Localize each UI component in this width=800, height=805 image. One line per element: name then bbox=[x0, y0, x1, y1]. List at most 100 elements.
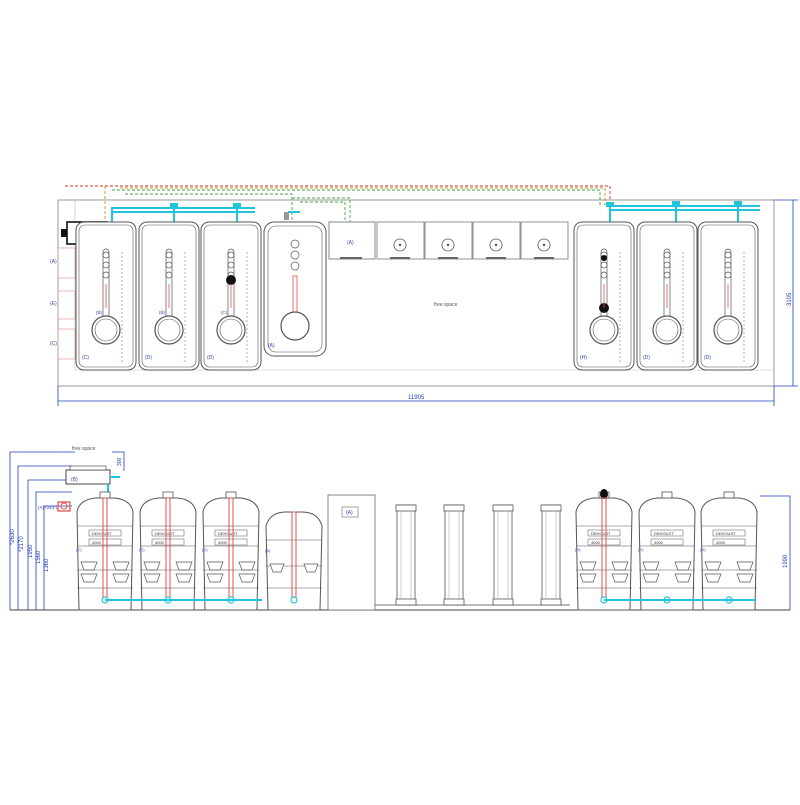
plan-free-space: free space bbox=[434, 302, 458, 308]
side-label-e: (E) bbox=[50, 301, 57, 307]
plan-width-label: 3105 bbox=[787, 292, 793, 306]
elev-tank-lug bbox=[175, 573, 193, 583]
plan-tank: (D)(B) bbox=[138, 221, 200, 371]
plan-tank-filler bbox=[226, 275, 236, 285]
plan-filter-center bbox=[446, 243, 450, 247]
plan-tank-port bbox=[290, 250, 300, 260]
elev-tank-capacity: 4000 bbox=[654, 540, 664, 545]
elev-filter-cap bbox=[395, 504, 417, 512]
elev-tank-outlet bbox=[290, 596, 298, 604]
elev-tank-capacity-plate bbox=[214, 538, 248, 546]
elev-tank-lug bbox=[143, 573, 161, 583]
plan-tank-manhole bbox=[589, 315, 619, 345]
elev-filter-foot bbox=[492, 598, 514, 606]
plan-tank-inner bbox=[639, 224, 695, 368]
plan-tank-manhole-inner bbox=[157, 318, 181, 342]
left-height-dimensions bbox=[9, 451, 125, 610]
plan-tank-marker: (B) bbox=[159, 310, 166, 315]
elev-tank-body bbox=[139, 497, 197, 611]
elev-tank-lug bbox=[611, 561, 629, 571]
elev-tank-lug bbox=[175, 561, 193, 571]
elev-tank-lid bbox=[99, 491, 111, 499]
level-gauge bbox=[57, 501, 71, 512]
elev-tank-brand-plate bbox=[214, 529, 248, 537]
plan-tank: (D) bbox=[636, 221, 698, 371]
plan-tank-group: (C)(B)(D)(B)(D)(C)(A)(H)(D)(D) bbox=[75, 221, 759, 371]
elev-tank-capacity-plate bbox=[712, 538, 746, 546]
plan-width-dimension bbox=[774, 199, 798, 387]
plan-length-dimension bbox=[57, 386, 775, 406]
elev-tank-lug bbox=[674, 561, 692, 571]
elev-tank-body bbox=[202, 497, 260, 611]
elev-tank-lid bbox=[723, 491, 735, 499]
elev-tank-capacity: 4000 bbox=[591, 540, 601, 545]
plan-tank-manhole-inner bbox=[716, 318, 740, 342]
cabinet-label: (A) bbox=[347, 240, 354, 246]
elev-tank-lug bbox=[674, 573, 692, 583]
plan-tank-inner bbox=[576, 224, 632, 368]
plan-tank-port bbox=[102, 251, 110, 259]
elev-tank-lug bbox=[112, 561, 130, 571]
plan-tank-manhole-inner bbox=[655, 318, 679, 342]
elev-tank-brand: DEHOUST bbox=[218, 531, 238, 536]
elev-filter-foot bbox=[443, 598, 465, 606]
elev-tank-capacity-plate bbox=[151, 538, 185, 546]
plan-tank-port bbox=[663, 271, 671, 279]
plan-tank-port bbox=[663, 261, 671, 269]
plan-tank-manhole-inner bbox=[94, 318, 118, 342]
plan-tank-port-dark bbox=[601, 255, 607, 261]
plan-filter-center bbox=[398, 243, 402, 247]
plan-tank-outer bbox=[263, 221, 327, 357]
elev-tank-lug bbox=[112, 573, 130, 583]
elev-tank-small: (A) bbox=[265, 511, 323, 611]
elev-tank-code: (C) bbox=[76, 547, 82, 552]
plan-tank-port bbox=[290, 261, 300, 271]
hydrant-marker bbox=[284, 212, 289, 220]
elev-tank-lug bbox=[303, 563, 319, 573]
elev-tank-code: (A) bbox=[265, 548, 271, 553]
plan-tank-inner bbox=[700, 224, 756, 368]
elev-tank-brand: DEHOUST bbox=[92, 531, 112, 536]
dim-1360: 1360 bbox=[44, 558, 50, 572]
plan-tank-inner bbox=[267, 225, 323, 353]
plan-tank-port bbox=[102, 271, 110, 279]
elev-filter-cartridge bbox=[444, 504, 464, 606]
elev-tank-lug bbox=[80, 561, 98, 571]
elev-tank-capacity: 4000 bbox=[716, 540, 726, 545]
elev-tank-lug bbox=[579, 561, 597, 571]
elev-tank-brand-plate bbox=[151, 529, 185, 537]
elev-tank-capacity-plate bbox=[587, 538, 621, 546]
elev-tank-lug bbox=[238, 561, 256, 571]
plan-tank-port bbox=[290, 239, 300, 249]
plan-tank-manhole bbox=[91, 315, 121, 345]
plan-valves bbox=[170, 201, 742, 208]
elev-tank-lug bbox=[206, 561, 224, 571]
side-accessory-boxes bbox=[57, 247, 76, 360]
elev-tank-brand: DEHOUST bbox=[155, 531, 175, 536]
elev-tank-lug bbox=[611, 573, 629, 583]
elev-tank-capacity: 4000 bbox=[218, 540, 228, 545]
plan-tank-label: (A) bbox=[268, 343, 275, 349]
plan-tank: (D) bbox=[697, 221, 759, 371]
elev-tank-body bbox=[638, 497, 696, 611]
elev-filter-row bbox=[395, 504, 562, 606]
plan-tank-port bbox=[227, 261, 235, 269]
elev-tank-code: (D) bbox=[202, 547, 208, 552]
elev-cabinet-label: (A) bbox=[346, 510, 353, 516]
elev-tank-lid bbox=[661, 491, 673, 499]
plan-tank-port bbox=[165, 251, 173, 259]
plan-tank-port bbox=[600, 261, 608, 269]
plan-filter-center bbox=[494, 243, 498, 247]
plan-tank: (D)(C) bbox=[200, 221, 262, 371]
elev-tank-code: (D) bbox=[700, 547, 706, 552]
gauge-label: (A)+2x(F) bbox=[38, 505, 58, 510]
plan-tank-manhole bbox=[713, 315, 743, 345]
elevation-view: *2630 *2170 1950 1560 1360 300 free spac… bbox=[9, 446, 791, 611]
plan-length-label: 11905 bbox=[408, 395, 425, 401]
dim-1950: 1950 bbox=[28, 544, 34, 558]
elev-tank-lid bbox=[225, 491, 237, 499]
side-label-c: (C) bbox=[50, 341, 57, 347]
